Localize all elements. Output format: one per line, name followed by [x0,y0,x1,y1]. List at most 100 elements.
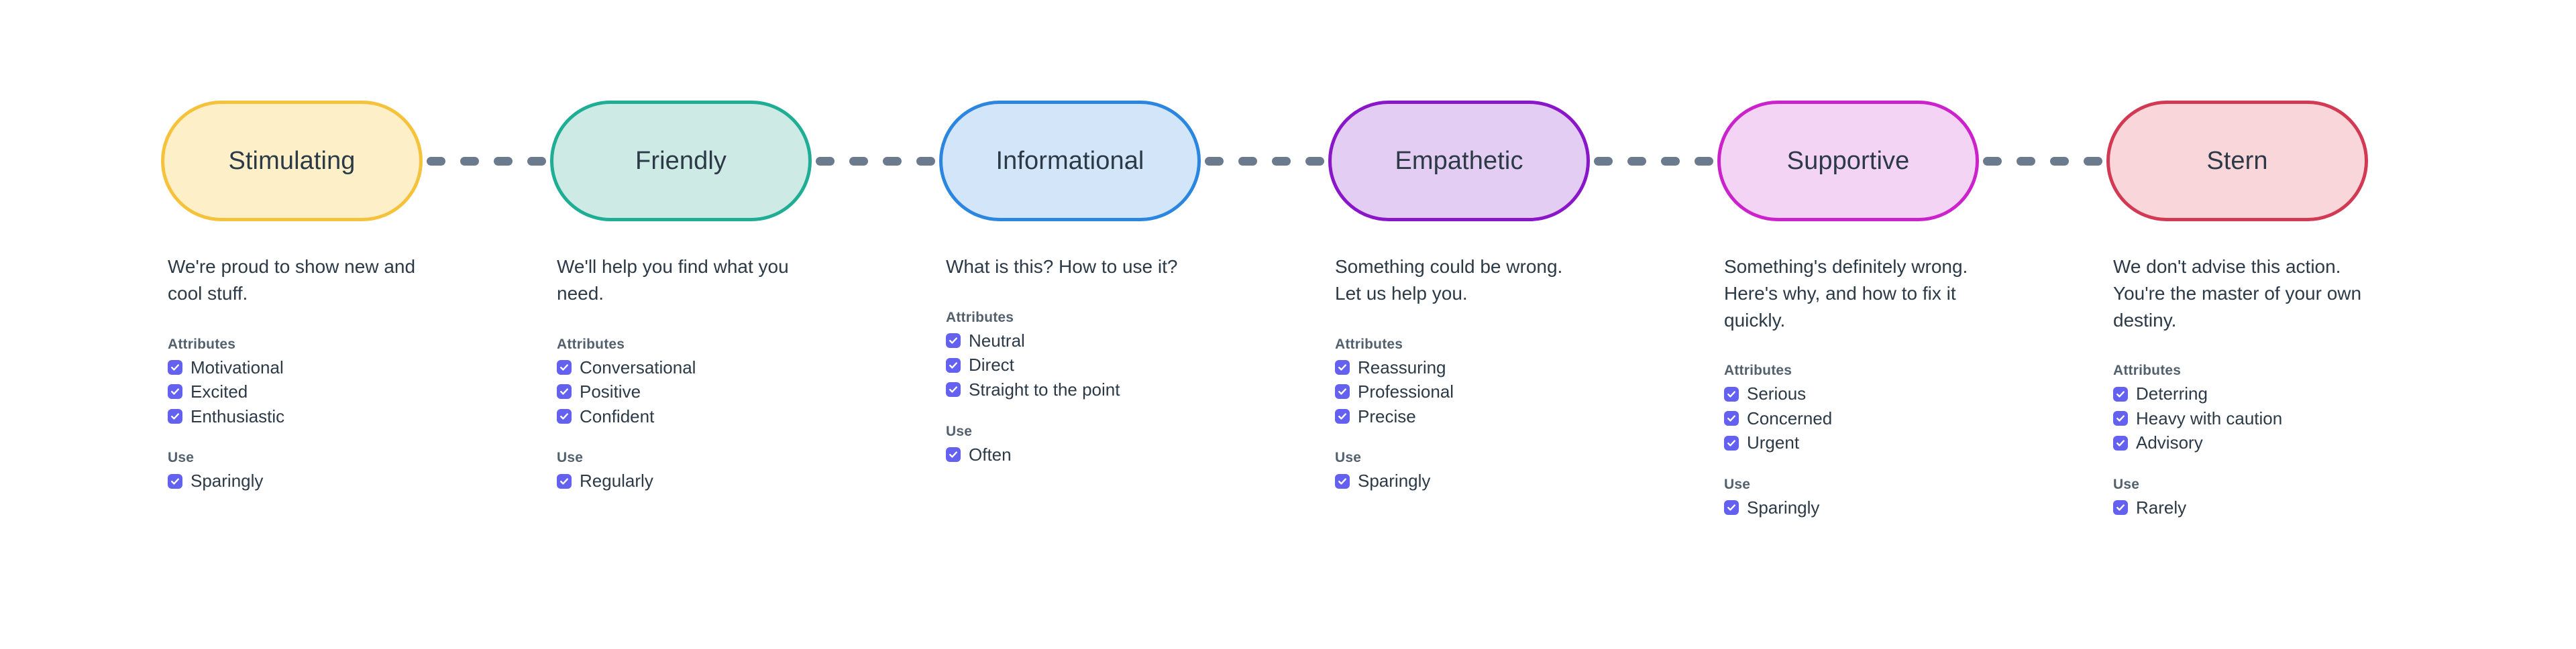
check-item[interactable]: Conversational [557,357,812,377]
checkbox-checked-icon[interactable] [2113,435,2128,451]
checkbox-checked-icon[interactable] [2113,386,2128,402]
tone-column-stimulating: We're proud to show new and cool stuff.A… [161,253,423,538]
use-list: Sparingly [1717,498,1979,518]
tone-column-empathetic: Something could be wrong. Let us help yo… [1328,253,1590,538]
checkbox-checked-icon[interactable] [1724,435,1739,451]
checkbox-checked-icon[interactable] [946,333,961,349]
dash-segment [1272,156,1291,166]
dash-segment [527,156,546,166]
check-item[interactable]: Sparingly [168,471,423,491]
tone-detail-columns: We're proud to show new and cool stuff.A… [0,253,2576,538]
check-item[interactable]: Heavy with caution [2113,409,2368,428]
check-item[interactable]: Rarely [2113,498,2368,518]
check-item-label: Neutral [969,330,1025,351]
tone-pill-stern[interactable]: Stern [2106,101,2368,221]
check-item[interactable]: Regularly [557,471,812,491]
check-item[interactable]: Often [946,445,1201,465]
checkbox-checked-icon[interactable] [168,359,182,375]
check-item[interactable]: Straight to the point [946,380,1201,400]
tone-pill-supportive[interactable]: Supportive [1717,101,1979,221]
checkbox-checked-icon[interactable] [557,359,572,375]
checkbox-checked-icon[interactable] [168,384,182,400]
check-item[interactable]: Sparingly [1724,498,1979,518]
dash-segment [1627,156,1646,166]
checkbox-checked-icon[interactable] [946,447,961,462]
check-item-label: Motivational [191,357,284,377]
check-item[interactable]: Sparingly [1335,471,1590,491]
check-item-label: Sparingly [1747,497,1820,518]
check-item-label: Direct [969,355,1014,375]
check-item-label: Urgent [1747,432,1800,453]
checkbox-checked-icon[interactable] [1335,359,1350,375]
checkbox-checked-icon[interactable] [1724,411,1739,426]
checkbox-checked-icon[interactable] [946,382,961,398]
checkbox-checked-icon[interactable] [557,473,572,489]
check-item-label: Concerned [1747,408,1833,428]
check-item[interactable]: Professional [1335,382,1590,402]
checkbox-checked-icon[interactable] [557,384,572,400]
check-item[interactable]: Reassuring [1335,357,1590,377]
checkbox-checked-icon[interactable] [1724,386,1739,402]
dashed-line-icon [423,156,550,166]
check-item[interactable]: Serious [1724,384,1979,404]
check-item[interactable]: Direct [946,355,1201,375]
check-item-label: Positive [580,381,641,402]
check-item[interactable]: Urgent [1724,433,1979,453]
dash-segment [1205,156,1224,166]
use-heading: Use [557,450,584,466]
tone-pill-empathetic[interactable]: Empathetic [1328,101,1590,221]
checkbox-checked-icon[interactable] [1335,384,1350,400]
checkbox-checked-icon[interactable] [1335,408,1350,424]
dash-segment [1238,156,1257,166]
checkbox-checked-icon[interactable] [168,408,182,424]
dash-segment [916,156,935,166]
check-item[interactable]: Precise [1335,407,1590,426]
check-item[interactable]: Deterring [2113,384,2368,404]
check-item-label: Deterring [2136,384,2208,404]
checkbox-checked-icon[interactable] [946,357,961,373]
tone-pill-friendly[interactable]: Friendly [550,101,812,221]
checkbox-checked-icon[interactable] [557,408,572,424]
dashed-line-icon [1590,156,1717,166]
check-item[interactable]: Motivational [168,357,423,377]
dash-segment [427,156,445,166]
check-item-label: Regularly [580,471,653,491]
check-item[interactable]: Positive [557,382,812,402]
check-item[interactable]: Confident [557,407,812,426]
checkbox-checked-icon[interactable] [1724,500,1739,516]
check-item[interactable]: Advisory [2113,433,2368,453]
dash-segment [883,156,902,166]
check-item[interactable]: Enthusiastic [168,407,423,426]
tone-description: What is this? How to use it? [946,256,1178,277]
check-item[interactable]: Concerned [1724,409,1979,428]
check-item-label: Often [969,444,1012,465]
check-item[interactable]: Neutral [946,331,1201,351]
tone-description: We'll help you find what you need. [557,256,789,304]
checkbox-checked-icon[interactable] [2113,411,2128,426]
attributes-heading: Attributes [557,336,625,352]
tone-pill-informational[interactable]: Informational [939,101,1201,221]
tone-node-supportive: Supportive [1717,101,1979,221]
attributes-heading: Attributes [2113,363,2182,379]
use-list: Sparingly [161,471,423,491]
attributes-heading: Attributes [946,309,1014,325]
check-item-label: Straight to the point [969,379,1120,400]
check-item-label: Rarely [2136,497,2187,518]
attributes-heading: Attributes [168,336,236,352]
checkbox-checked-icon[interactable] [1335,473,1350,489]
check-item-label: Confident [580,406,655,426]
dash-segment [1983,156,2002,166]
dashed-line-icon [812,156,939,166]
check-item[interactable]: Excited [168,382,423,402]
dash-segment [494,156,513,166]
tone-pill-stimulating[interactable]: Stimulating [161,101,423,221]
dash-segment [2050,156,2069,166]
attributes-heading: Attributes [1335,336,1403,352]
check-item-label: Excited [191,381,248,402]
checkbox-checked-icon[interactable] [2113,500,2128,516]
tone-description: Something could be wrong. Let us help yo… [1335,256,1563,304]
use-heading: Use [168,450,195,466]
checkbox-checked-icon[interactable] [168,473,182,489]
